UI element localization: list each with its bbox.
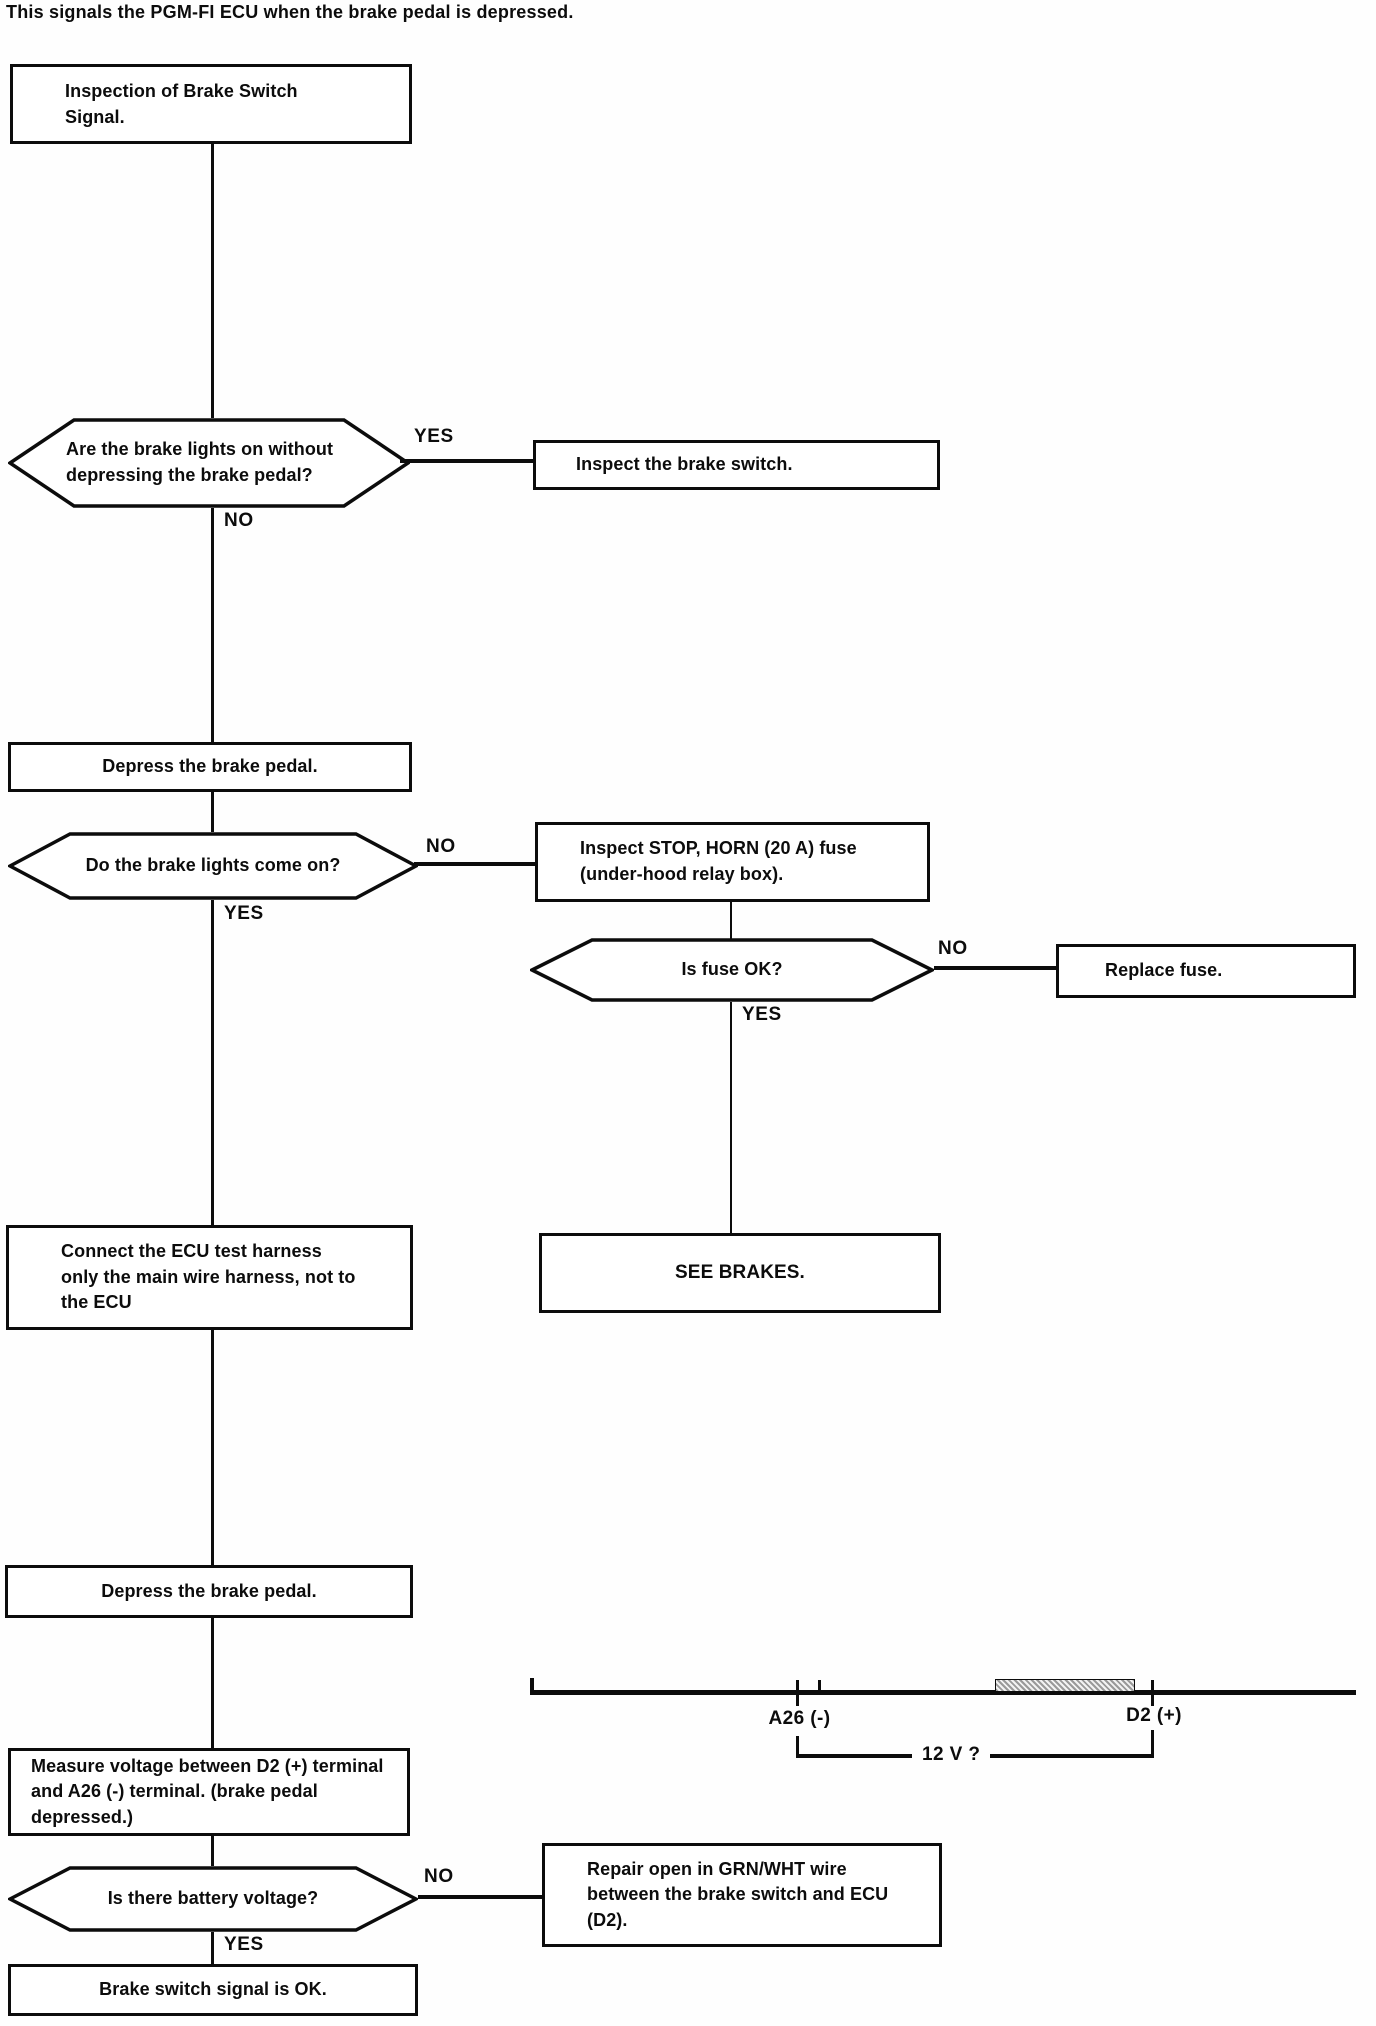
decision-lights-without-label: Are the brake lights on without depressi… <box>66 439 334 485</box>
voltage-bracket-right <box>1151 1730 1154 1758</box>
connector-depress2-to-measure <box>211 1618 214 1748</box>
connector-q1-to-depress1 <box>211 508 214 742</box>
node-see-brakes: SEE BRAKES. <box>539 1233 941 1313</box>
terminal-strip-hatched-segment <box>995 1679 1135 1692</box>
connector-q3-to-seebrakes <box>730 1002 732 1233</box>
decision-battery-voltage-label: Is there battery voltage? <box>107 1888 319 1909</box>
node-replace-fuse: Replace fuse. <box>1056 944 1356 998</box>
connector-connect-to-depress2 <box>211 1330 214 1565</box>
edge-label-yes-2: YES <box>224 903 264 924</box>
decision-hexagon-shape <box>8 832 418 900</box>
connector-fusebox-to-q3 <box>730 902 732 940</box>
connector-q1-yes <box>400 459 533 463</box>
terminal-d2-tick <box>1151 1680 1154 1706</box>
node-depress-pedal-1: Depress the brake pedal. <box>8 742 412 792</box>
edge-label-yes-4: YES <box>224 1934 264 1955</box>
edge-label-yes-1: YES <box>414 426 454 447</box>
decision-lights-come-on: Do the brake lights come on? <box>8 832 418 900</box>
node-depress-pedal-2: Depress the brake pedal. <box>5 1565 413 1618</box>
terminal-a26-second-tick <box>818 1680 821 1693</box>
edge-label-yes-3: YES <box>742 1004 782 1025</box>
voltage-bracket-left <box>796 1736 799 1758</box>
terminal-strip-line <box>530 1690 1356 1695</box>
connector-q3-no <box>934 966 1056 970</box>
decision-fuse-ok-label: Is fuse OK? <box>681 959 783 980</box>
terminal-d2-label: D2 (+) <box>1126 1705 1182 1726</box>
connector-measure-to-q4 <box>211 1836 214 1866</box>
decision-hexagon-shape <box>530 938 934 1002</box>
node-measure-voltage: Measure voltage between D2 (+) terminal … <box>8 1748 410 1836</box>
edge-label-no-4: NO <box>424 1866 454 1887</box>
node-start: Inspection of Brake Switch Signal. <box>10 64 412 144</box>
node-inspect-fuse: Inspect STOP, HORN (20 A) fuse (under-ho… <box>535 822 930 902</box>
node-signal-ok: Brake switch signal is OK. <box>8 1964 418 2016</box>
node-connect-harness: Connect the ECU test harness only the ma… <box>6 1225 413 1330</box>
decision-battery-voltage: Is there battery voltage? <box>8 1866 418 1932</box>
connector-q2-to-connect <box>211 900 214 1225</box>
decision-hexagon-shape <box>8 418 410 508</box>
decision-hexagon-shape <box>8 1866 418 1932</box>
edge-label-no-2: NO <box>426 836 456 857</box>
voltage-query-label: 12 V ? <box>912 1744 991 1766</box>
terminal-a26-tick <box>796 1680 799 1706</box>
node-repair-wire: Repair open in GRN/WHT wire between the … <box>542 1843 942 1947</box>
terminal-a26-label: A26 (-) <box>768 1708 831 1729</box>
connector-depress1-to-q2 <box>211 792 214 832</box>
decision-lights-without: Are the brake lights on without depressi… <box>8 418 410 508</box>
edge-label-no-1: NO <box>224 510 254 531</box>
decision-fuse-ok: Is fuse OK? <box>530 938 934 1002</box>
edge-label-no-3: NO <box>938 938 968 959</box>
connector-q4-to-ok <box>211 1932 214 1964</box>
terminal-strip-end-tick <box>530 1678 534 1692</box>
connector-start-to-q1 <box>211 144 214 418</box>
node-inspect-switch: Inspect the brake switch. <box>533 440 940 490</box>
connector-q2-no <box>414 862 537 866</box>
intro-text: This signals the PGM-FI ECU when the bra… <box>6 2 574 22</box>
decision-lights-come-on-label: Do the brake lights come on? <box>85 855 341 876</box>
connector-q4-no <box>418 1895 542 1899</box>
